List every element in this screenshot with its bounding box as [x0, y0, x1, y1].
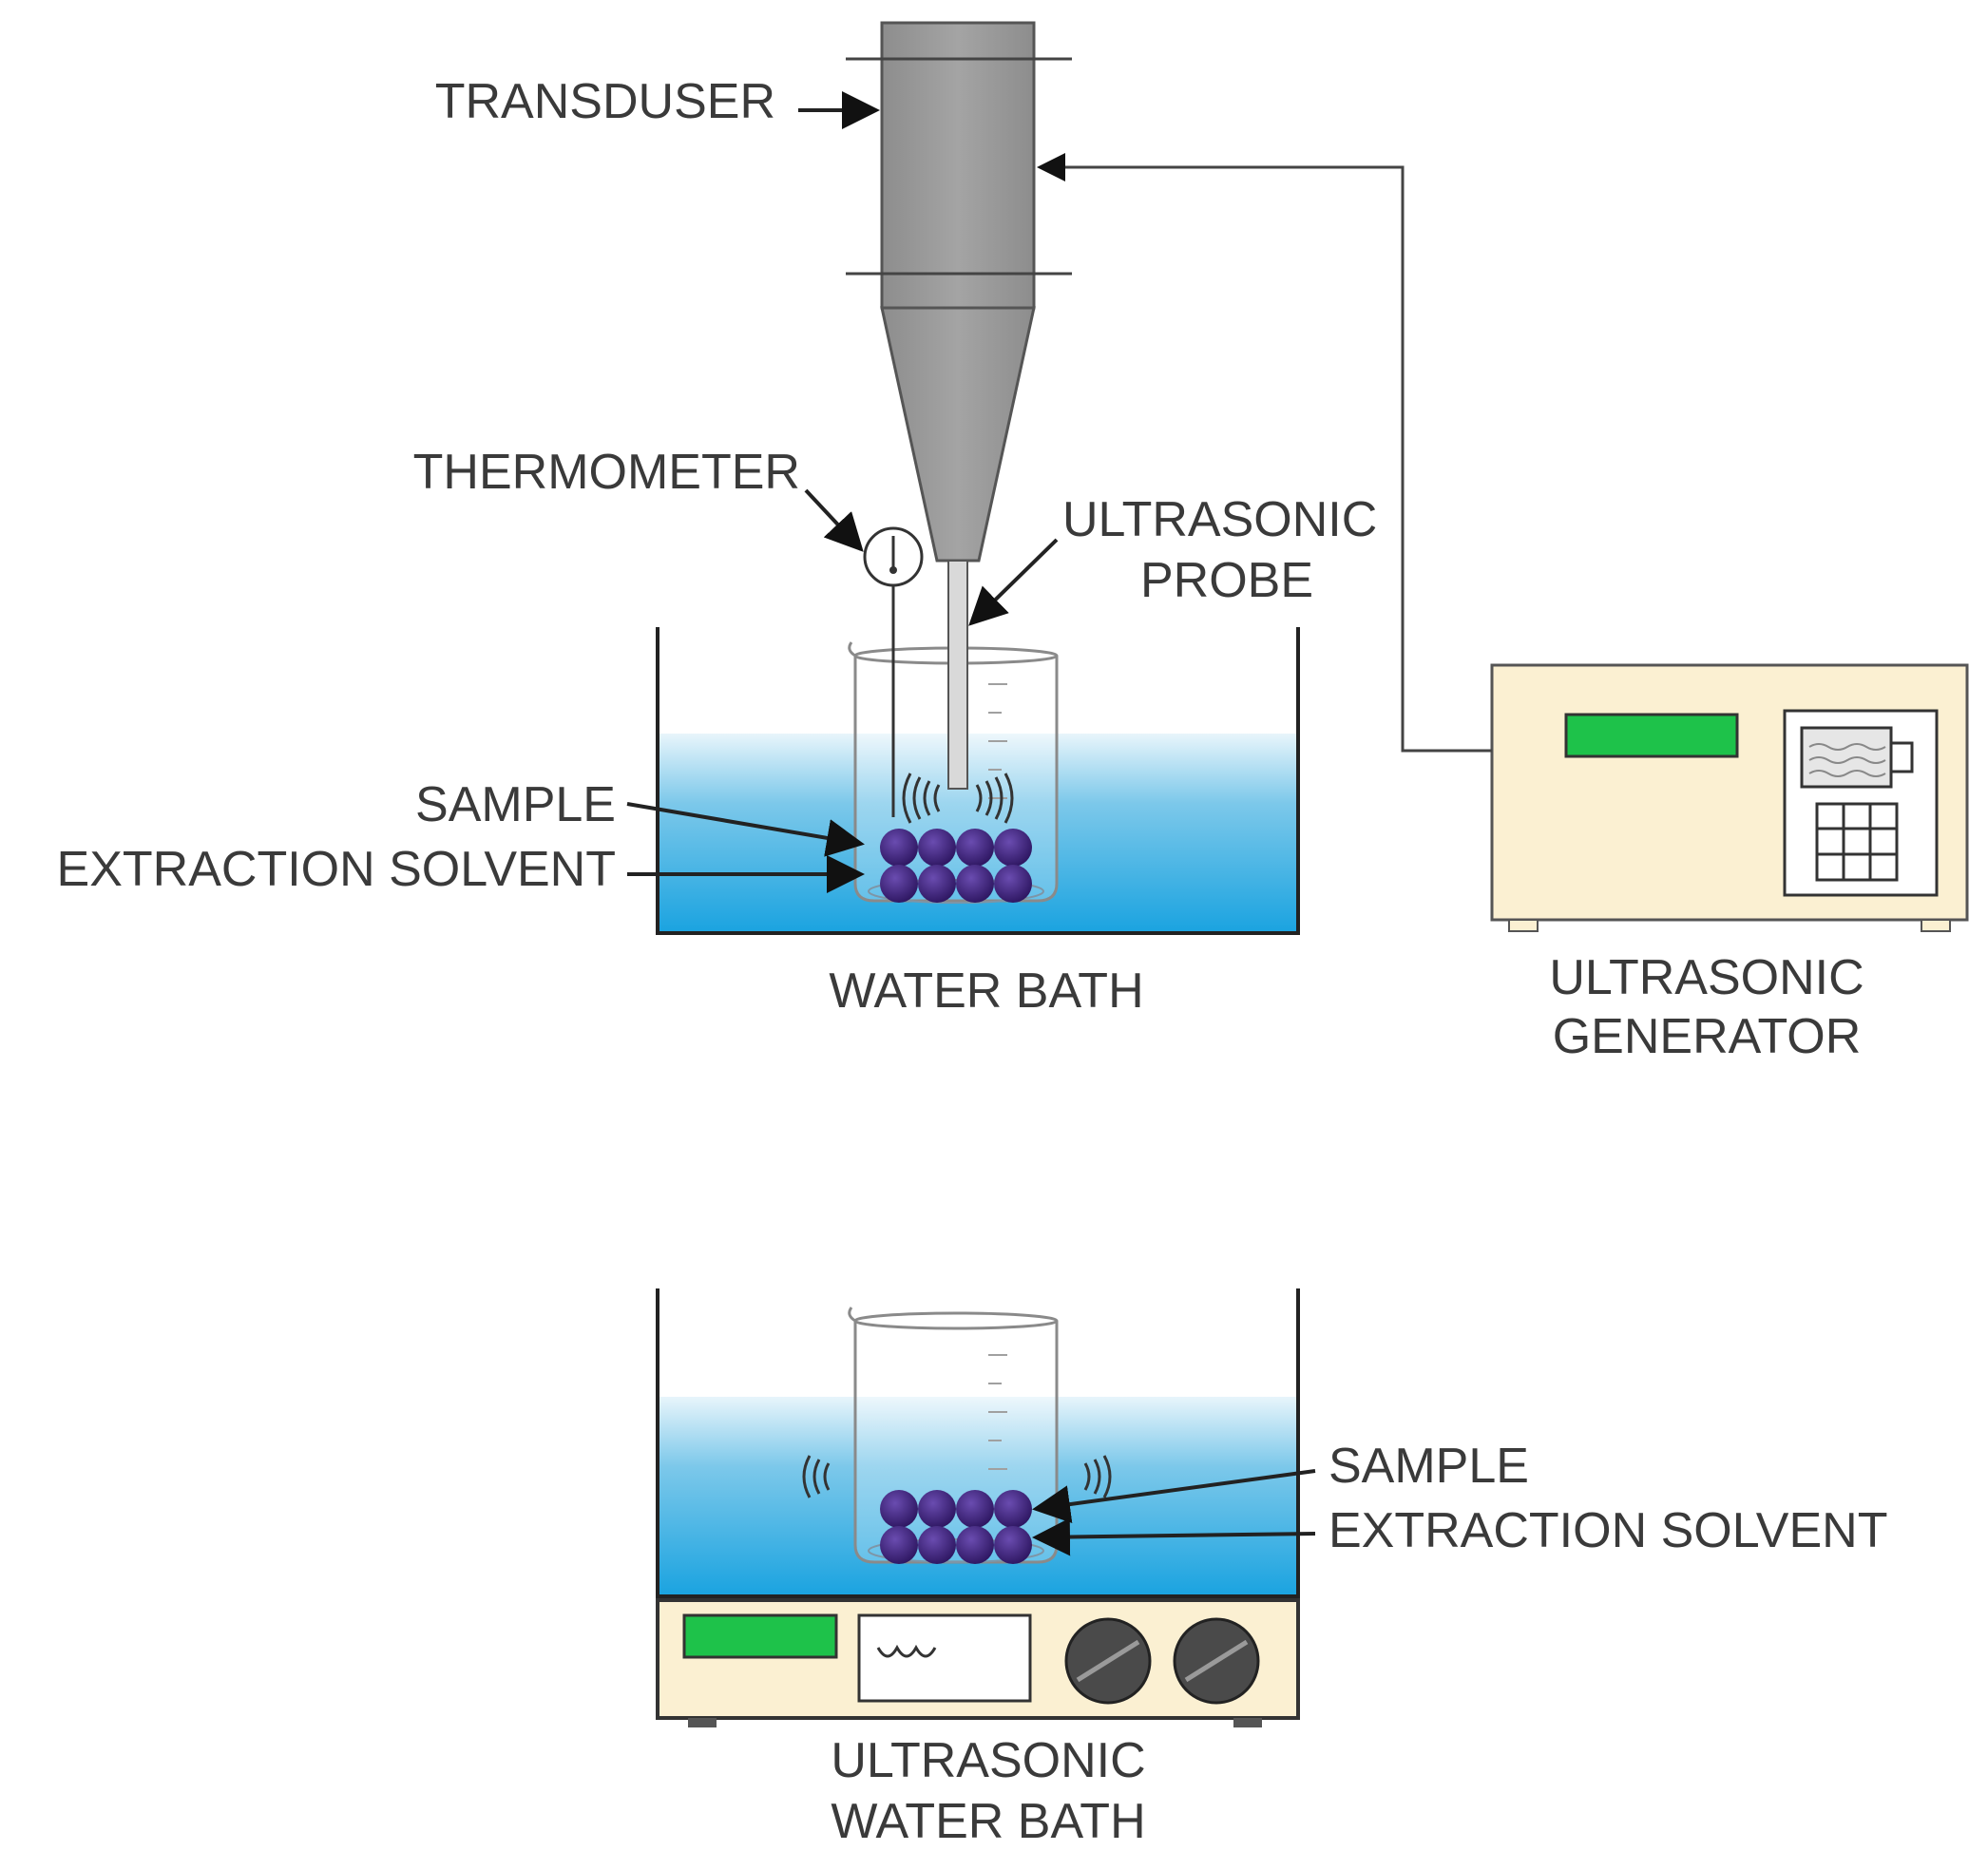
solvent-label-bottom: EXTRACTION SOLVENT [1329, 1503, 1887, 1558]
bath-display [682, 1613, 838, 1659]
probe-label-line1: ULTRASONIC [1062, 492, 1377, 547]
sample-label-bottom: SAMPLE [1329, 1439, 1529, 1494]
generator-label-line1: ULTRASONIC [1549, 950, 1864, 1005]
generator-display [1564, 713, 1739, 758]
transducer-label: TRANSDUSER [435, 74, 775, 129]
bath-label-line2: WATER BATH [831, 1794, 1145, 1849]
ultrasonic-generator [1490, 663, 1969, 932]
keypad-icon [1783, 709, 1939, 897]
generator-cable [1037, 153, 1492, 753]
thermometer-icon [863, 526, 924, 817]
wave-left-icon [902, 773, 941, 824]
wave-left-icon [802, 1455, 831, 1498]
sample-particles-bottom [880, 1490, 1032, 1564]
bath-panel [857, 1613, 1032, 1703]
solvent-label-top: EXTRACTION SOLVENT [57, 842, 616, 897]
transducer [846, 21, 1072, 563]
beaker-bottom [848, 1307, 1059, 1564]
probe-setup: TRANSDUSER THERMOMETER ULTRASONIC PROBE … [57, 21, 1969, 1064]
sample-label-top: SAMPLE [415, 777, 616, 832]
bath-base-unit [656, 1598, 1300, 1727]
generator-label-line2: GENERATOR [1553, 1009, 1862, 1064]
thermometer-label: THERMOMETER [413, 445, 800, 500]
water-bath-label: WATER BATH [829, 964, 1143, 1019]
ultrasonic-probe [947, 560, 968, 790]
wave-right-icon [975, 773, 1014, 824]
wave-right-icon [1083, 1455, 1112, 1498]
leader-lines-bottom [1032, 1469, 1316, 1556]
probe-label-line2: PROBE [1140, 553, 1313, 608]
knob-icon [1064, 1617, 1152, 1705]
leader-lines-top [626, 91, 1059, 893]
bath-setup: SAMPLE EXTRACTION SOLVENT ULTRASONIC WAT… [656, 1288, 1887, 1849]
knob-icon [1173, 1617, 1260, 1705]
bath-label-line1: ULTRASONIC [831, 1733, 1145, 1788]
sample-particles-top [880, 829, 1032, 903]
